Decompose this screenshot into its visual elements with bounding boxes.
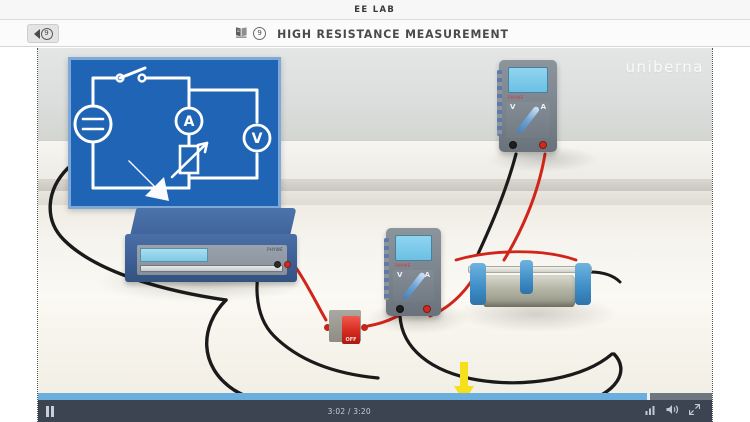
multimeter-dial-face: V A [393,270,434,302]
switch-terminal-left [324,324,331,331]
chevron-left-icon [33,28,40,39]
app-titlebar: EE LAB [0,0,750,20]
video-control-bar: 3:02 / 3:20 [38,400,712,422]
control-center-group: 3:02 / 3:20 [54,407,646,416]
multimeter-display [395,235,432,261]
clamp-left [470,263,486,305]
svg-text:A: A [184,114,195,130]
multimeter-jack-red [539,141,547,149]
white-arrow-pointer [128,160,169,201]
clamp-right [575,263,591,305]
clamp-center [520,260,533,294]
psu-display [140,248,208,262]
psu-terminal-black [274,261,281,268]
book-icon [235,25,248,43]
multimeter-brand-label: PHYWE [508,95,524,100]
lesson-navbar: 9 HIGH RESISTANCE MEASUREMENT 9 [0,20,750,47]
multimeter-top: PHYWE V A [497,60,557,152]
multimeter-side-grip [384,238,389,300]
pause-icon[interactable] [46,405,54,417]
progress-fill [38,393,648,400]
yellow-pointer-marker [452,362,476,409]
dial-label-current: A [540,103,546,111]
psu-front-panel: PHYWE [137,245,287,275]
multimeter-brand-label: PHYWE [395,263,411,268]
multimeter-dial-face: V A [506,102,550,138]
progress-handle[interactable] [646,393,650,400]
left-margin [0,47,37,422]
circuit-toggle-switch: OFF [323,306,369,346]
switch-state-label: OFF [345,337,357,343]
fullscreen-icon[interactable] [688,402,701,420]
dial-label-voltage: V [397,271,403,279]
video-stage[interactable]: uniberna [37,48,713,422]
multimeter-display [508,67,548,93]
multimeter-jack-red [423,305,431,313]
multimeter-jack-black [396,305,404,313]
video-frame: uniberna [38,48,712,422]
multimeter-rotary-knob [515,105,541,135]
psu-terminal-red [284,261,291,268]
psu-control-slot [140,265,283,272]
lesson-title: HIGH RESISTANCE MEASUREMENT [277,26,509,41]
back-number-badge: 9 [40,27,53,40]
dc-power-supply: PHYWE [123,208,301,286]
svg-text:V: V [252,131,263,147]
control-left-group [38,405,54,417]
quality-bars-icon[interactable] [645,402,656,420]
dial-label-voltage: V [510,103,516,111]
volume-icon[interactable] [666,402,679,420]
back-button[interactable]: 9 [27,24,59,43]
switch-terminal-right [361,324,368,331]
video-progress-bar[interactable] [38,393,712,400]
psu-body: PHYWE [125,234,297,282]
psu-brand-label: PHYWE [267,247,283,252]
lesson-number-badge: 9 [253,27,267,40]
time-display: 3:02 / 3:20 [327,406,371,416]
video-watermark: uniberna [625,58,704,76]
multimeter-rotary-knob [401,271,426,301]
app-title: EE LAB [354,4,396,15]
dc-source-symbol [73,104,113,144]
circuit-diagram-overlay: A V [68,57,281,209]
dial-label-current: A [424,271,430,279]
resistance-tube-assembly [462,256,596,318]
right-margin [713,47,750,422]
multimeter-jack-black [509,141,517,149]
multimeter-center: PHYWE V A [384,228,441,316]
multimeter-side-grip [497,70,502,136]
switch-rocker: OFF [342,316,360,344]
switch-plate: OFF [329,310,361,344]
control-right-group [645,402,712,420]
lesson-header: 9 HIGH RESISTANCE MEASUREMENT [0,20,750,47]
